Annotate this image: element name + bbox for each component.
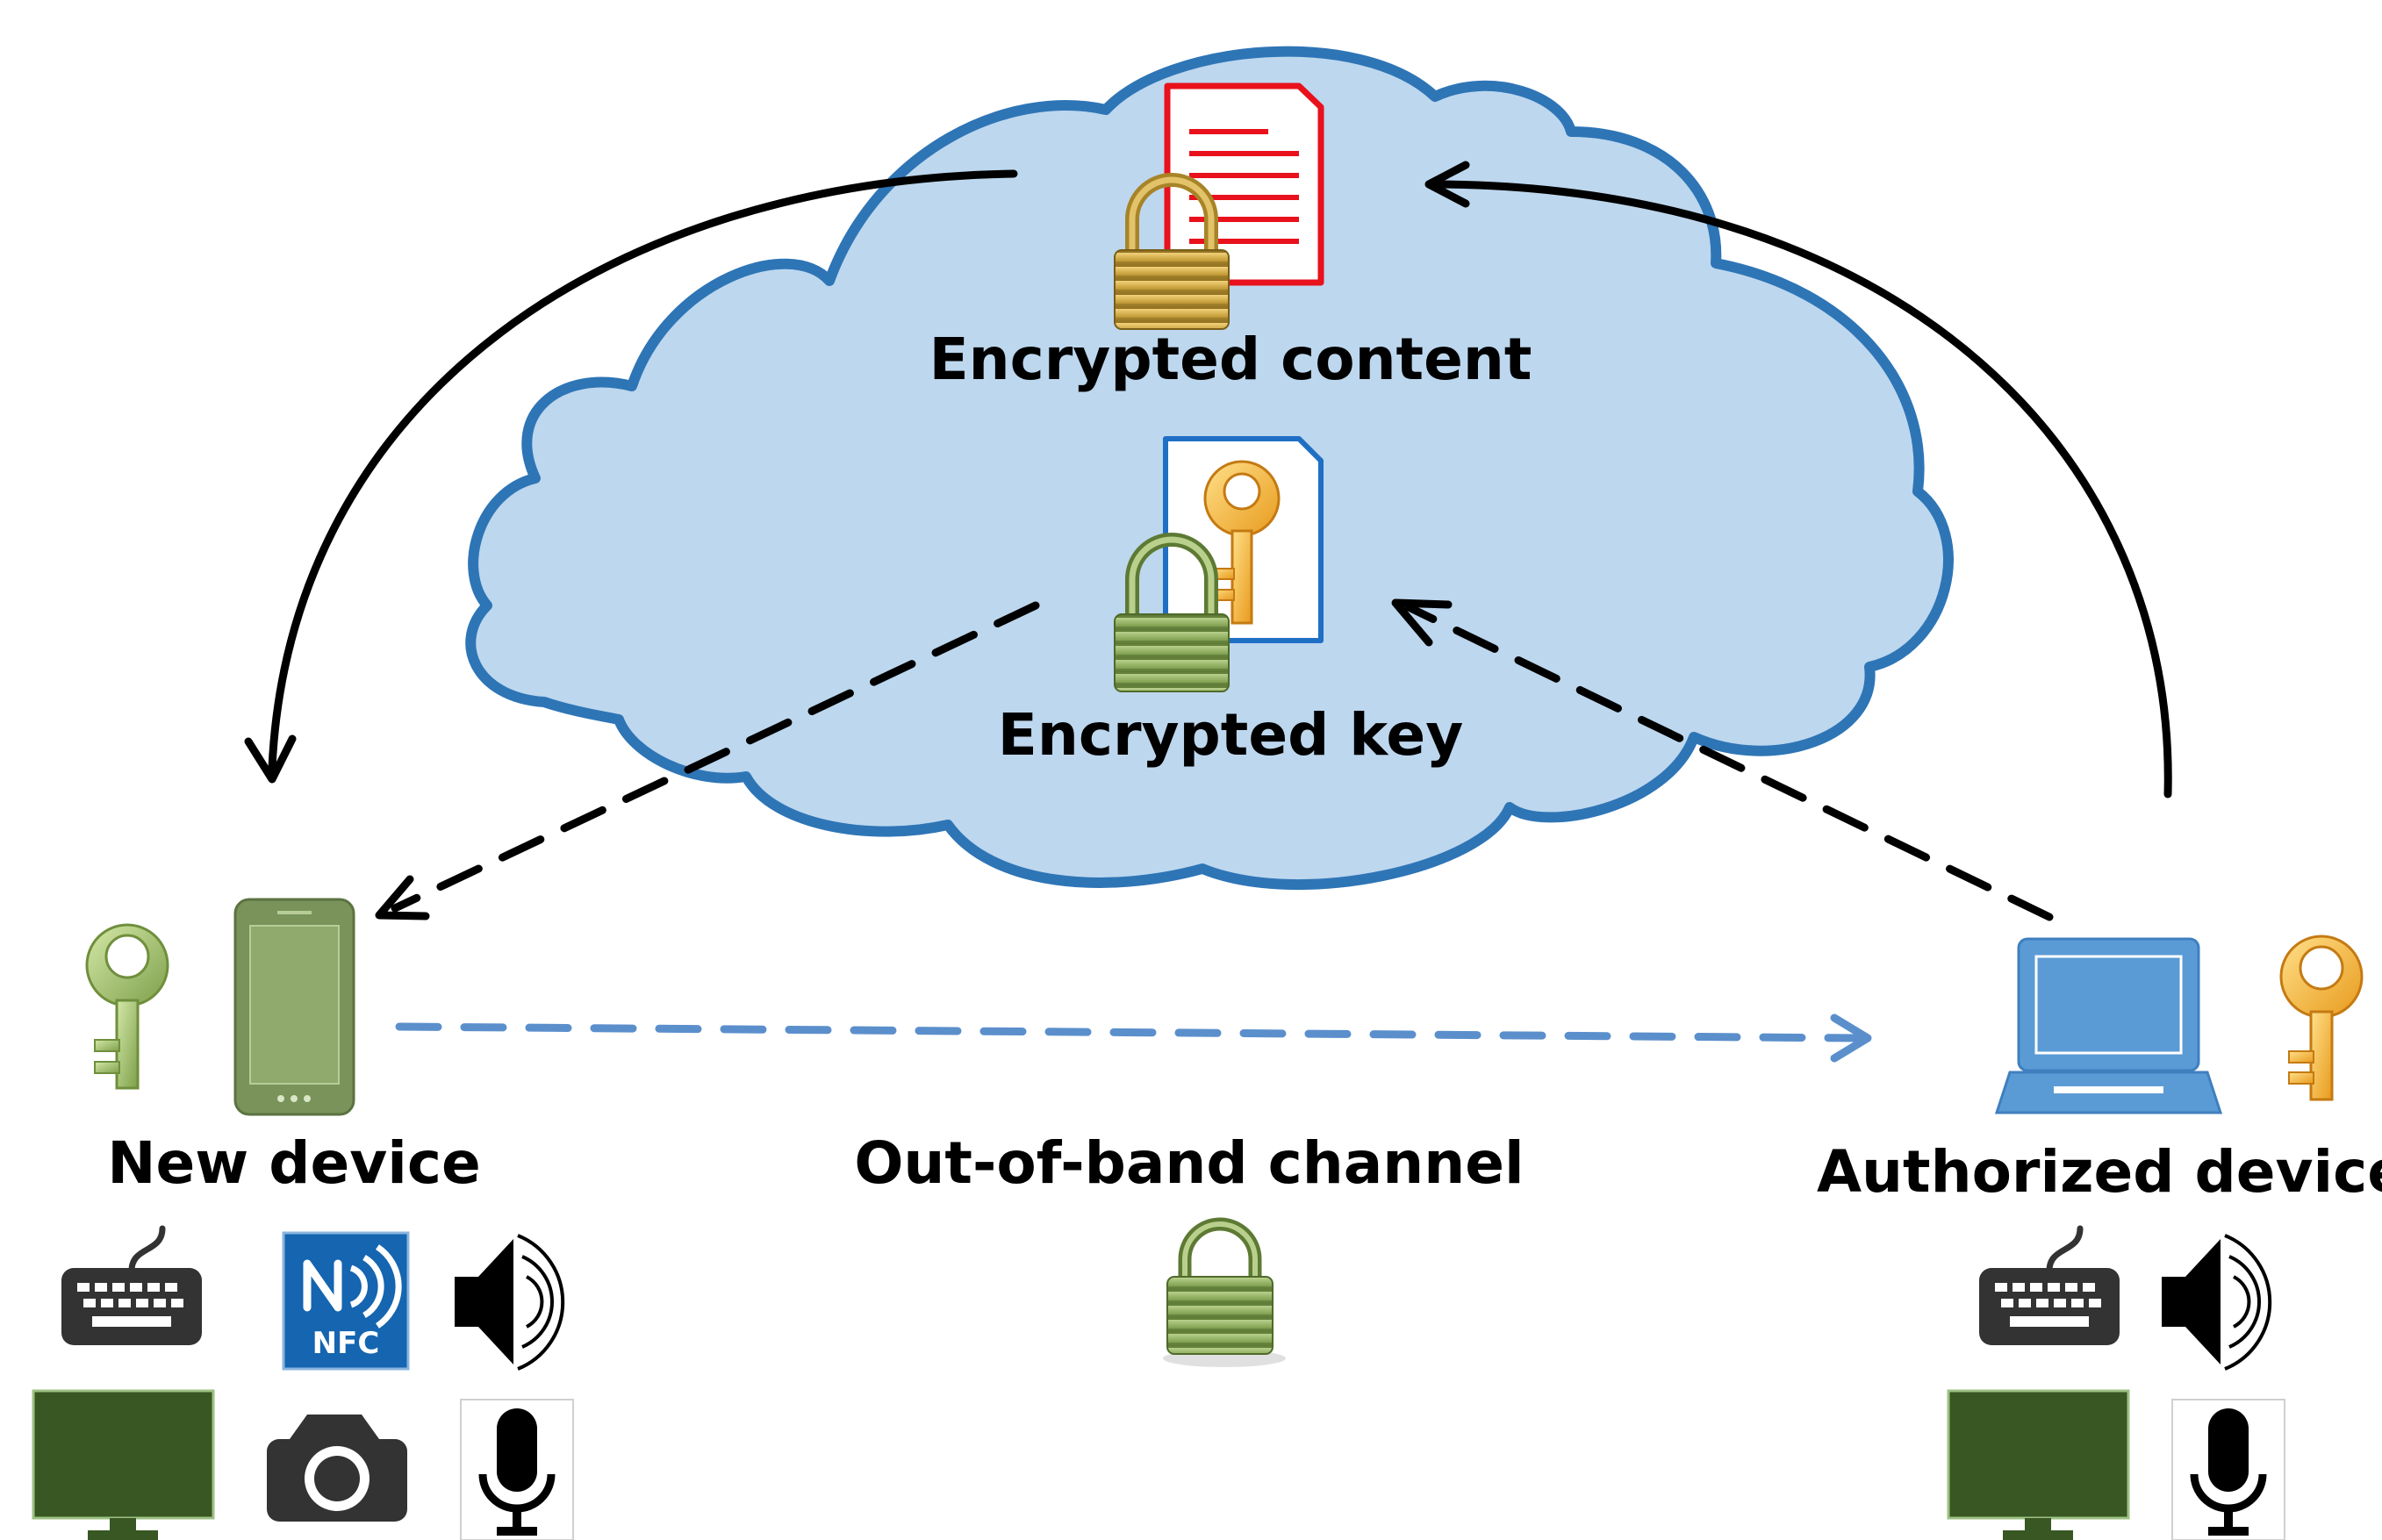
keyboard-icon [61, 1225, 202, 1345]
download-content-arrow [244, 169, 1018, 784]
speaker-icon [455, 1234, 565, 1371]
laptop-icon [1994, 937, 2223, 1114]
monitor-icon-authorized [1947, 1389, 2130, 1540]
key-to-new-device-arrow [375, 601, 1040, 920]
out-of-band-arrow [395, 1014, 1872, 1063]
new-device-label: New device [107, 1129, 481, 1197]
upload-content-arrow [1424, 161, 2172, 799]
padlock-green-icon [1114, 533, 1230, 692]
smartphone-icon [233, 898, 355, 1116]
microphone-icon [460, 1399, 574, 1540]
key-gold-icon-authorized [2279, 935, 2364, 1101]
oob-padlock-green-icon [1163, 1217, 1286, 1367]
authorized-device-label: Authorized device [1817, 1138, 2382, 1206]
nfc-icon: NFC [282, 1231, 410, 1371]
monitor-icon [32, 1389, 215, 1540]
camera-icon [267, 1415, 407, 1522]
key-gold-icon [1203, 460, 1281, 625]
encrypted-key-label: Encrypted key [998, 701, 1463, 769]
padlock-gold-icon [1114, 173, 1230, 330]
out-of-band-label: Out-of-band channel [854, 1129, 1524, 1197]
key-from-authorized-device-arrow [1391, 598, 2054, 921]
nfc-badge-text: NFC [312, 1326, 380, 1361]
encrypted-content-label: Encrypted content [929, 326, 1532, 393]
speaker-icon-authorized [2162, 1234, 2272, 1371]
keyboard-icon-authorized [1979, 1225, 2120, 1345]
key-green-icon [85, 923, 169, 1090]
microphone-icon-authorized [2171, 1399, 2285, 1540]
